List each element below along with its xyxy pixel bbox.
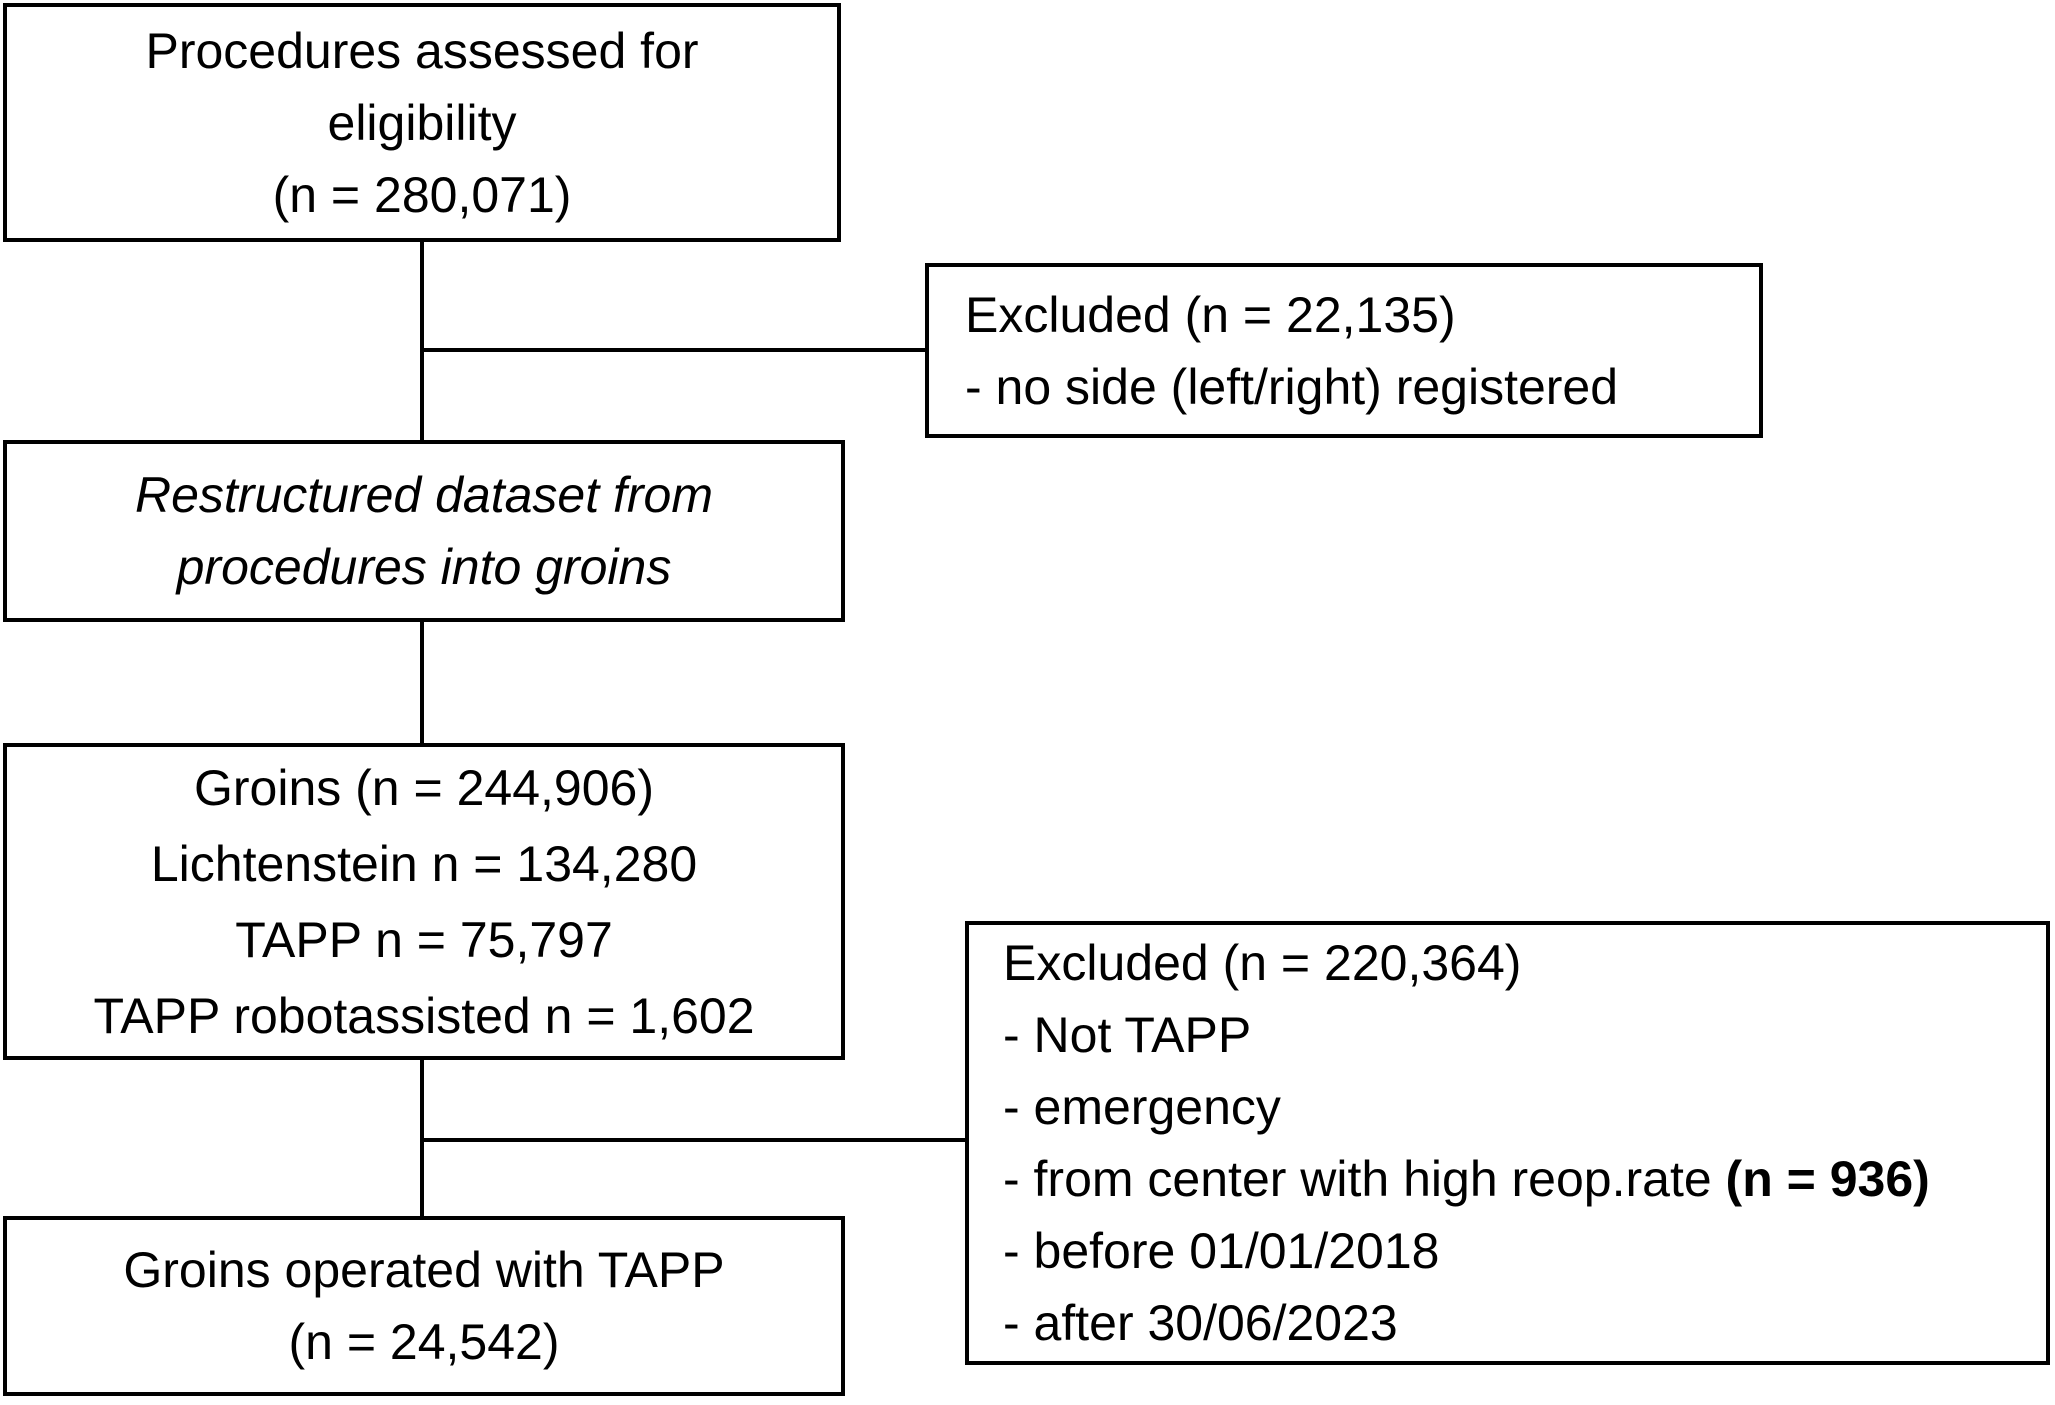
box-line: - after 30/06/2023: [1003, 1295, 1398, 1351]
box-line: - no side (left/right) registered: [965, 358, 1619, 415]
connector-restructured-to-groins: [420, 622, 424, 743]
box-line: - Not TAPP: [1003, 1007, 1252, 1063]
connector-branch-to-excluded-side: [422, 348, 925, 352]
flow-box-eligibility: Procedures assessed for eligibility (n =…: [3, 3, 841, 242]
box-line: Groins (n = 244,906): [194, 759, 654, 816]
connector-branch-to-excluded-tapp: [422, 1138, 965, 1142]
connector-eligibility-to-restructured: [420, 242, 424, 440]
box-line-text: - from center with high reop.rate: [1003, 1151, 1726, 1207]
flow-box-excluded-no-side: Excluded (n = 22,135) - no side (left/ri…: [925, 263, 1763, 438]
box-line: Lichtenstein n = 134,280: [150, 835, 698, 892]
box-line: TAPP n = 75,797: [235, 911, 613, 968]
box-line: - emergency: [1003, 1079, 1281, 1135]
box-line: Excluded (n = 220,364): [1003, 935, 1522, 991]
box-line: - from center with high reop.rate (n = 9…: [1003, 1143, 2046, 1215]
flow-box-restructured-dataset: Restructured dataset from procedures int…: [3, 440, 845, 622]
flow-box-excluded-tapp: Excluded (n = 220,364) - Not TAPP - emer…: [965, 921, 2050, 1365]
box-line: Procedures assessed for: [145, 22, 699, 79]
box-line: procedures into groins: [176, 539, 672, 595]
flow-box-final-cohort: Groins operated with TAPP (n = 24,542): [3, 1216, 845, 1396]
box-line: Excluded (n = 22,135): [965, 286, 1456, 343]
box-line: Groins operated with TAPP: [123, 1242, 725, 1298]
box-line-bold-count: (n = 936): [1725, 1151, 1930, 1207]
box-line: - before 01/01/2018: [1003, 1223, 1440, 1279]
box-line: (n = 24,542): [288, 1314, 560, 1370]
box-line: (n = 280,071): [272, 166, 572, 223]
box-line: TAPP robotassisted n = 1,602: [93, 987, 755, 1044]
box-line: eligibility: [327, 94, 517, 151]
flow-box-groins: Groins (n = 244,906) Lichtenstein n = 13…: [3, 743, 845, 1060]
box-line: Restructured dataset from: [134, 467, 714, 523]
